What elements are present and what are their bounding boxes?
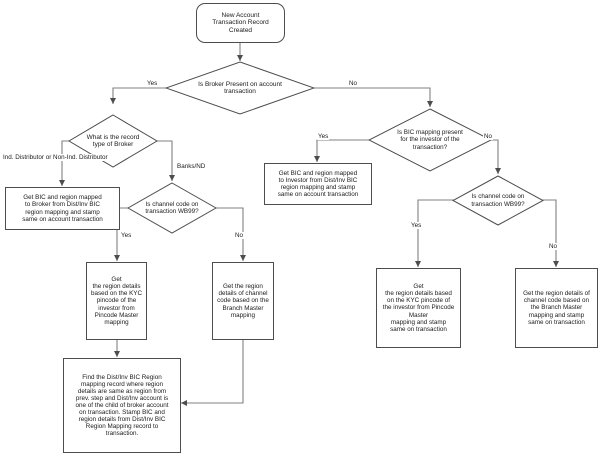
node-record-type-of-broker-label: What is the record type of Broker xyxy=(86,133,140,148)
diamond-shape xyxy=(127,182,217,234)
node-get-broker-bic-region: Get BIC and region mapped to Broker from… xyxy=(5,187,120,230)
node-branch-master-region-right: Get the region details of channel code b… xyxy=(515,268,598,348)
edge-label-record-type-ind-distributor: Ind. Distributor or Non-Ind. Distributor xyxy=(2,154,109,161)
node-branch-master-region-right-label: Get the region details of channel code b… xyxy=(523,290,590,326)
node-channel-code-wb99-left: Is channel code on transaction WB99? xyxy=(127,182,217,234)
diamond-shape xyxy=(165,61,315,115)
diamond-shape xyxy=(452,175,544,226)
diamond-shape xyxy=(368,108,492,172)
node-get-investor-bic-region: Get BIC and region mapped to Investor fr… xyxy=(264,163,372,205)
node-branch-master-region-left-label: Get the region details of channel code b… xyxy=(217,283,269,319)
edge-label-broker-yes: Yes xyxy=(146,80,159,87)
node-is-bic-mapping-present: Is BIC mapping present for the investor … xyxy=(368,108,492,172)
edge-label-wb99-right-yes: Yes xyxy=(410,222,423,229)
edge-label-wb99-left-no: No xyxy=(234,232,245,239)
edge-label-broker-no: No xyxy=(348,80,359,87)
node-branch-master-region-left: Get the region details of channel code b… xyxy=(212,262,274,340)
edge-label-bic-mapping-yes: Yes xyxy=(317,133,330,140)
node-get-investor-bic-region-label: Get BIC and region mapped to Investor fr… xyxy=(277,169,359,199)
node-find-dist-inv-bic-region: Find the Dist/Inv BIC Region mapping rec… xyxy=(63,358,181,453)
node-kyc-pincode-region-right-label: Get the region details based on the KYC … xyxy=(382,283,455,333)
edge-label-wb99-right-no: No xyxy=(548,243,559,250)
node-kyc-pincode-region-right: Get the region details based on the KYC … xyxy=(376,268,461,348)
node-is-bic-mapping-present-label: Is BIC mapping present for the investor … xyxy=(397,129,463,151)
edge-label-record-type-banks-nd: Banks/ND xyxy=(176,163,207,170)
node-channel-code-wb99-right-label: Is channel code on transaction WB99? xyxy=(471,193,525,208)
edge-label-bic-mapping-no: No xyxy=(483,133,494,140)
edge-label-wb99-left-yes: Yes xyxy=(120,232,133,239)
node-start: New Account Transaction Record Created xyxy=(196,3,285,43)
node-kyc-pincode-region-left-label: Get the region details based on the KYC … xyxy=(90,276,143,326)
node-channel-code-wb99-left-label: Is channel code on transaction WB99? xyxy=(145,200,199,215)
node-kyc-pincode-region-left: Get the region details based on the KYC … xyxy=(86,262,147,340)
node-find-dist-inv-bic-region-label: Find the Dist/Inv BIC Region mapping rec… xyxy=(75,373,169,438)
node-get-broker-bic-region-label: Get BIC and region mapped to Broker from… xyxy=(22,194,103,223)
node-start-label: New Account Transaction Record Created xyxy=(212,12,269,34)
node-channel-code-wb99-right: Is channel code on transaction WB99? xyxy=(452,175,544,226)
node-is-broker-present-label: Is Broker Present on account transaction xyxy=(198,80,282,95)
node-is-broker-present: Is Broker Present on account transaction xyxy=(165,61,315,115)
